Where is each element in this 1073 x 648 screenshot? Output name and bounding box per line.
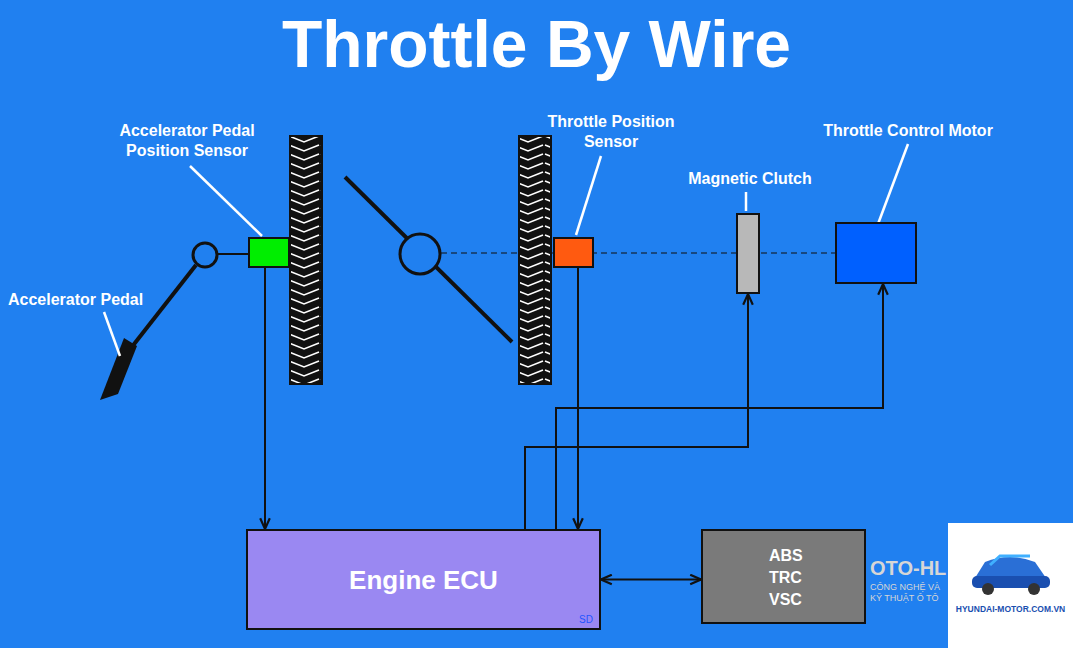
signal-wire: [601, 579, 701, 581]
node-label: Accelerator Pedal Position Sensor: [102, 121, 272, 161]
node-label: Throttle Control Motor: [798, 121, 1018, 141]
ecu-box: Engine ECU SD: [246, 529, 601, 630]
leader-line: [745, 192, 748, 211]
throttle-plate: [345, 177, 512, 342]
signal-wire: [556, 284, 883, 529]
part-label: Accelerator Pedal: [8, 290, 143, 310]
logo-panel: [948, 523, 1073, 648]
node-label: Engine ECU: [349, 565, 498, 595]
node-label: ABS TRC VSC: [769, 545, 819, 611]
leader-line: [104, 312, 120, 356]
safety-system-box: ABS TRC VSC: [701, 529, 866, 624]
watermark: OTO-HL: [870, 556, 946, 580]
throttle-pivot: [400, 234, 440, 274]
pedal-pivot: [193, 243, 217, 267]
watermark: CÔNG NGHỆ VÀ KỸ THUẬT Ô TÔ: [870, 582, 946, 604]
signal-wire: [577, 268, 579, 529]
hatched-wall: [519, 136, 551, 384]
node-label: Magnetic Clutch: [662, 169, 838, 189]
watermark: HYUNDAI-MOTOR.COM.VN: [950, 604, 1071, 615]
sensor-box: Throttle Position Sensor: [553, 237, 594, 268]
leader-line: [576, 156, 601, 235]
node-note: SD: [579, 614, 593, 626]
clutch-box: Magnetic Clutch: [736, 213, 760, 294]
signal-wire: [525, 294, 748, 529]
signal-wire: [264, 268, 266, 529]
diagram-title: Throttle By Wire: [0, 6, 1073, 82]
node-label: Throttle Position Sensor: [526, 112, 696, 152]
car-logo: [972, 556, 1050, 595]
motor-box: Throttle Control Motor: [835, 222, 917, 284]
throttle-shaft: [441, 252, 835, 253]
leader-line: [190, 166, 262, 236]
sensor-box: Accelerator Pedal Position Sensor: [248, 237, 290, 268]
hatched-wall: [290, 136, 322, 384]
pedal-shaft: [217, 253, 248, 255]
